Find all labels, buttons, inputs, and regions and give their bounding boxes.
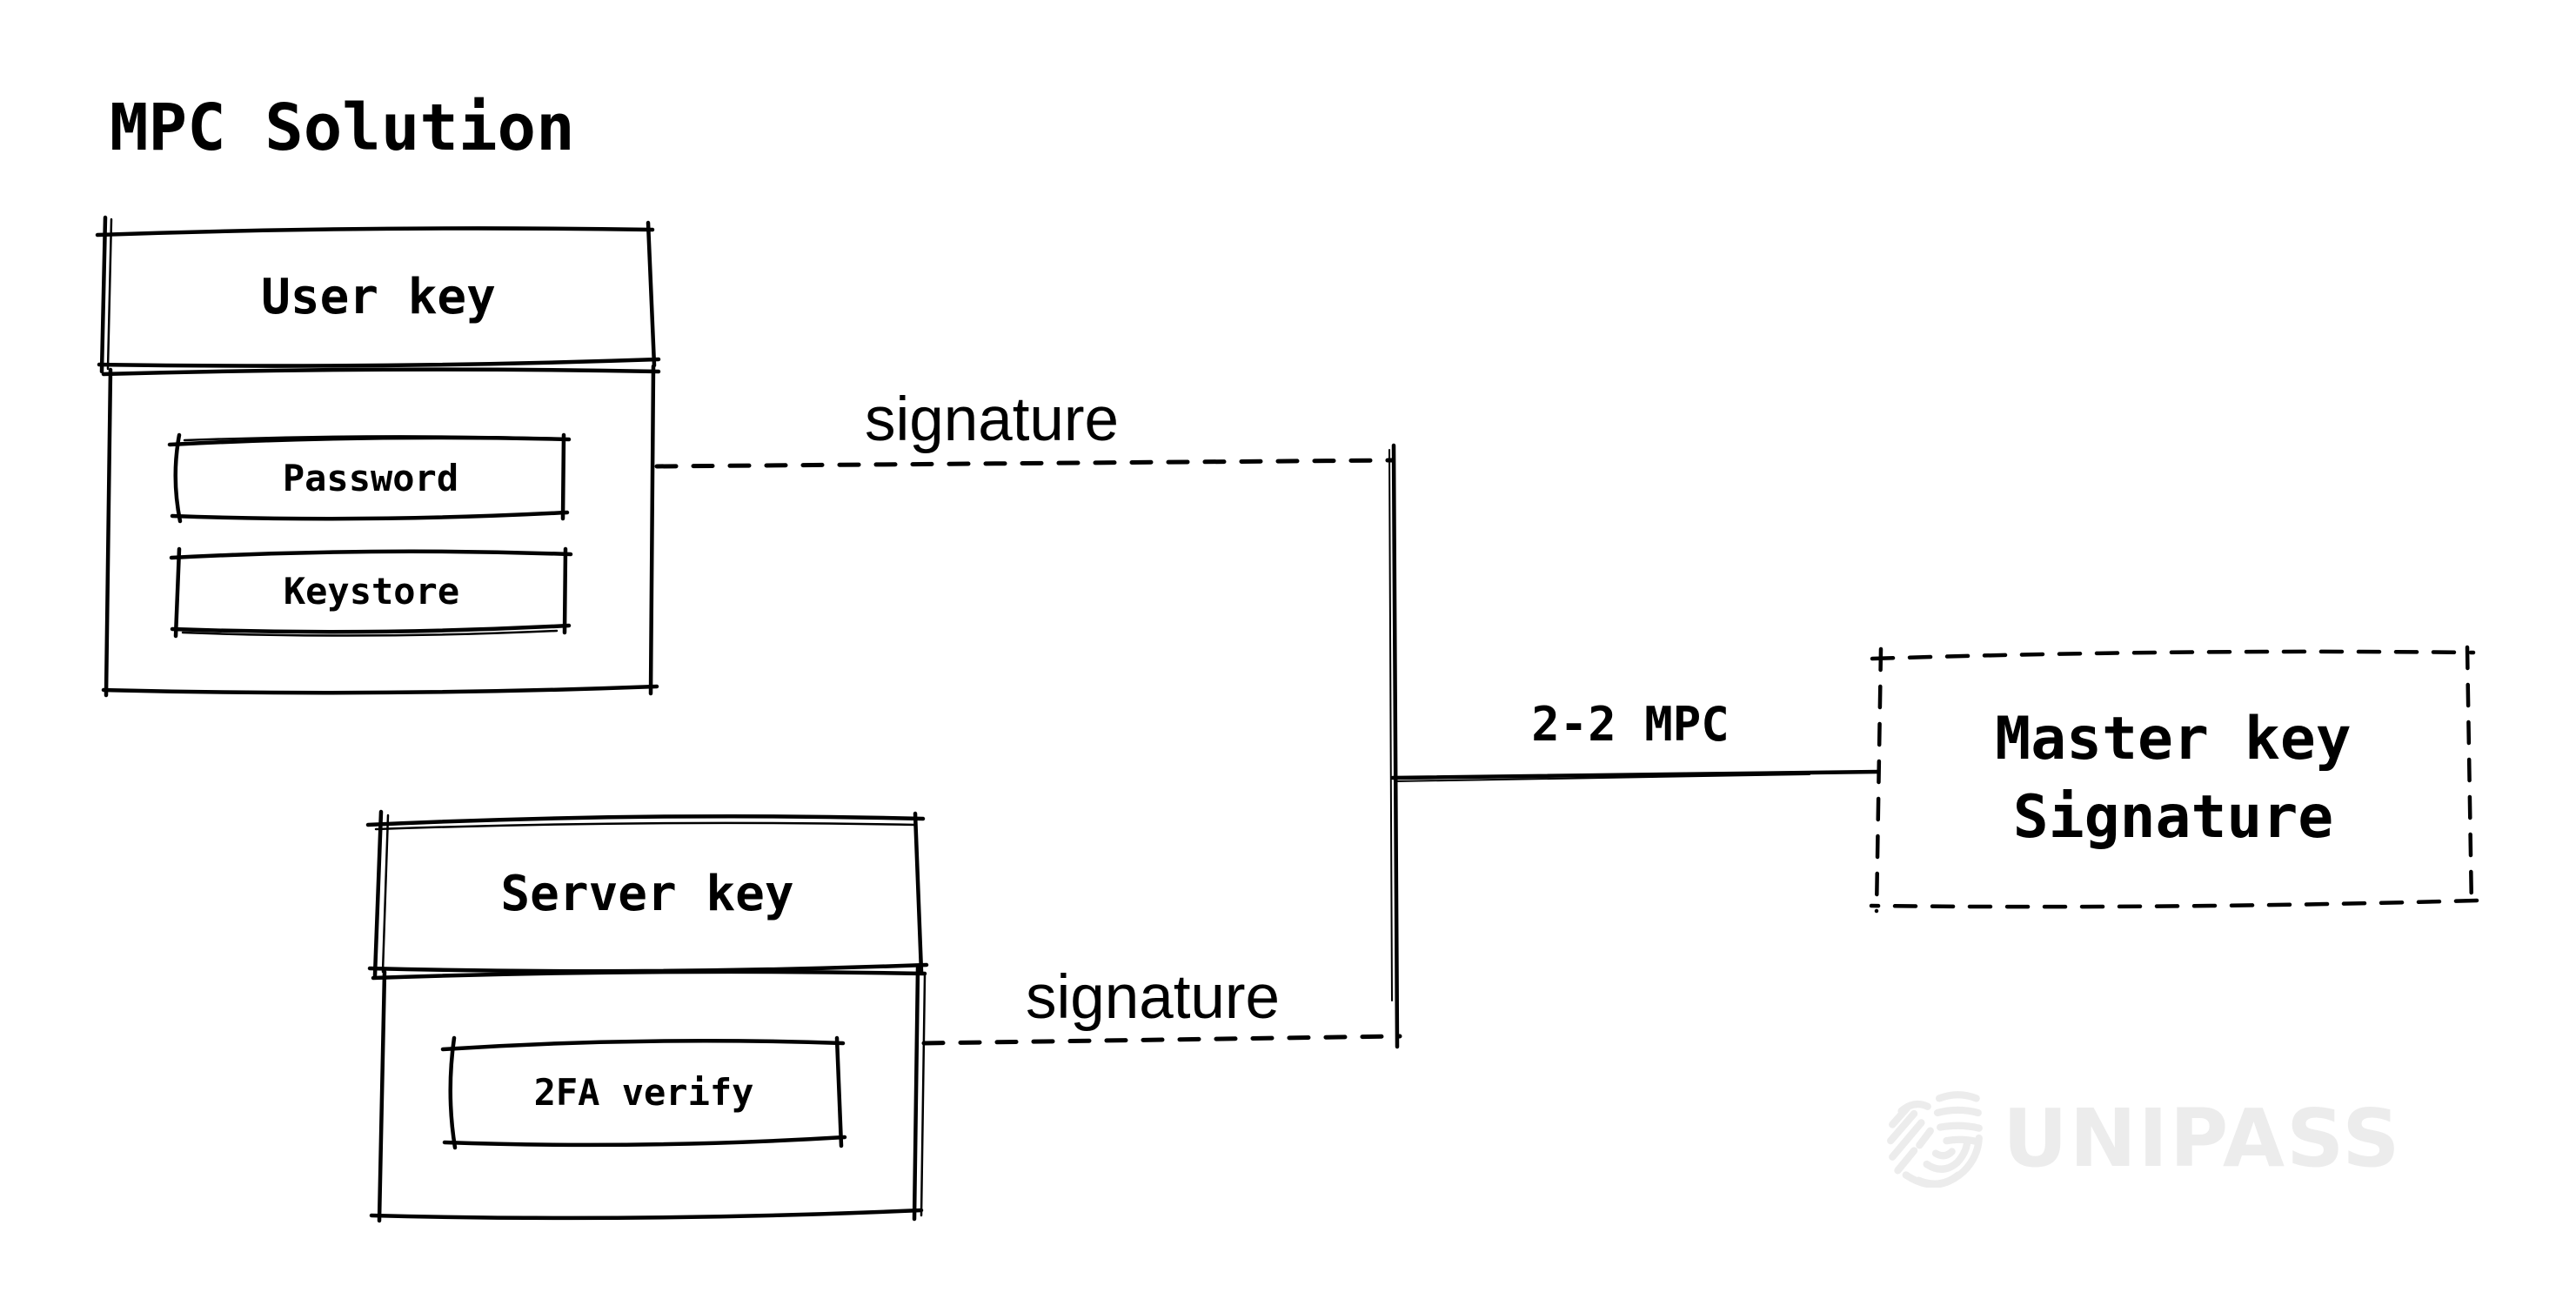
password-box-outline [167,432,572,524]
edge-label-2-2-mpc: 2-2 MPC [1531,696,1730,752]
keystore-item-label: Keystore [283,569,460,613]
fingerprint-u-logo-icon [1887,1091,1983,1188]
master-key-line-2: Signature [2012,783,2334,852]
user-key-header-outline [95,215,661,374]
keystore-box-outline [169,546,573,639]
diagram-title: MPC Solution [110,90,575,165]
master-key-box-outline [1869,645,2479,914]
edge-server-signature-line [921,1034,1402,1046]
2fa-verify-item-label: 2FA verify [533,1070,754,1114]
password-item-label: Password [282,456,459,499]
server-key-node-title: Server key [500,865,794,922]
user-key-body-outline [101,364,661,698]
edge-user-signature-line [654,458,1395,469]
edge-mpc-line [1390,769,1881,782]
2fa-verify-box-outline [440,1035,847,1150]
junction-vertical-line [1388,443,1400,1049]
master-key-line-1: Master key [1995,705,2352,774]
unipass-watermark: UNIPASS [1886,1086,2402,1190]
edge-label-server-signature: signature [1025,962,1281,1032]
server-key-body-outline [369,965,927,1223]
edge-label-user-signature: signature [864,385,1120,454]
master-key-node-label: Master key Signature [1877,653,2469,905]
user-key-node-title: User key [261,268,496,325]
unipass-watermark-text: UNIPASS [2003,1091,2402,1185]
